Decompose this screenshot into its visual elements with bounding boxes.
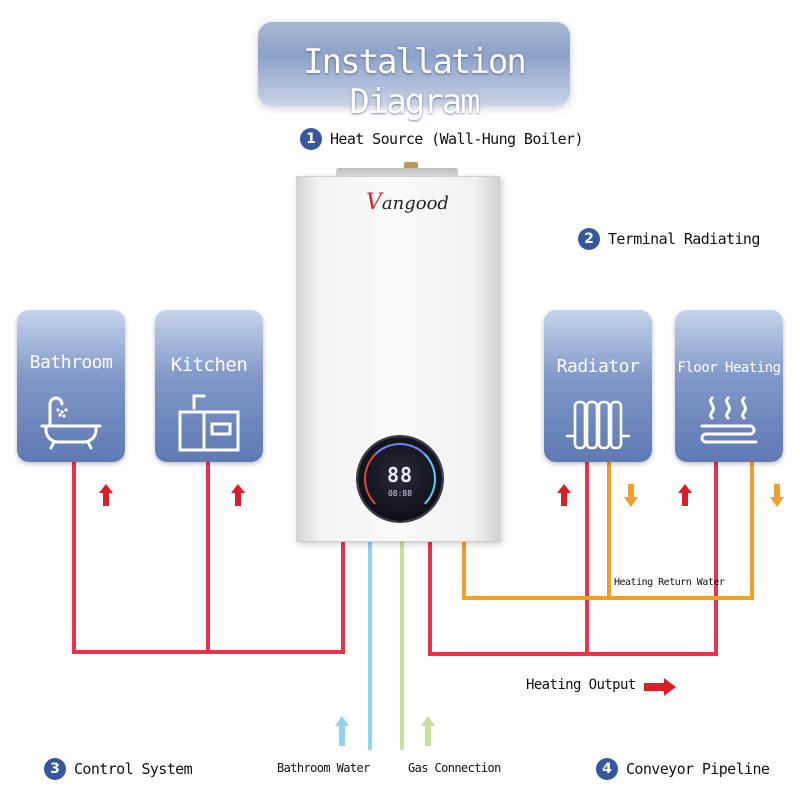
badge-1: 1 [300,128,322,150]
label-heating-return: Heating Return Water [614,577,725,588]
arrow-down-radiator [624,484,638,507]
label-control-text: Control System [74,760,193,778]
label-gas-connection: Gas Connection [408,761,501,775]
label-conveyor-text: Conveyor Pipeline [626,760,770,778]
label-terminal-text: Terminal Radiating [608,230,760,248]
boiler-top [336,168,458,178]
card-bathroom-title: Bathroom [29,352,113,373]
display-temperature: 88 [386,463,414,487]
arrow-up-bathroom [99,484,113,506]
label-conveyor: 4 Conveyor Pipeline [596,758,770,780]
brand-logo: Vangood [366,190,449,215]
card-kitchen-title: Kitchen [170,354,248,376]
label-terminal: 2 Terminal Radiating [578,228,760,250]
boiler-valve [404,162,418,172]
card-floor-heating-title: Floor Heating [677,360,781,376]
return-pipe [462,462,754,600]
card-floor-heating: Floor Heating [675,310,783,462]
badge-2: 2 [578,228,600,250]
label-heat-source: 1 Heat Source (Wall-Hung Boiler) [300,128,584,150]
arrow-up-water [335,716,349,746]
display-time: 08:88 [387,489,413,498]
arrow-up-radiator [557,484,571,506]
badge-4: 4 [596,758,618,780]
hot-pipe-floor [428,462,718,656]
card-radiator: Radiator [544,310,652,462]
title-banner: Installation Diagram [258,22,570,122]
label-heating-output: Heating Output [526,677,636,693]
card-kitchen: Kitchen [155,310,263,462]
boiler-control-display[interactable]: 88 08:88 [358,437,442,521]
label-heat-source-text: Heat Source (Wall-Hung Boiler) [330,130,584,148]
arrow-up-gas [421,716,435,746]
label-bathroom-water: Bathroom Water [277,761,370,775]
hot-pipe-right [428,462,718,656]
arrow-up-floor [678,484,692,506]
floor-heating-icon [675,392,783,452]
card-bathroom: Bathroom [17,310,125,462]
diagram-title: Installation Diagram [303,42,527,122]
radiator-icon [544,394,652,454]
kitchen-sink-icon [155,390,263,454]
arrows-red [99,484,692,696]
bathtub-icon [17,390,125,450]
arrow-down-floor [770,484,784,507]
hot-pipe-left [72,462,345,654]
arrow-up-kitchen [231,484,245,506]
arrows-orange [624,484,784,507]
card-radiator-title: Radiator [556,356,640,377]
badge-3: 3 [44,758,66,780]
label-control: 3 Control System [44,758,193,780]
arrow-right-output [644,678,676,696]
display-ring [364,443,436,515]
